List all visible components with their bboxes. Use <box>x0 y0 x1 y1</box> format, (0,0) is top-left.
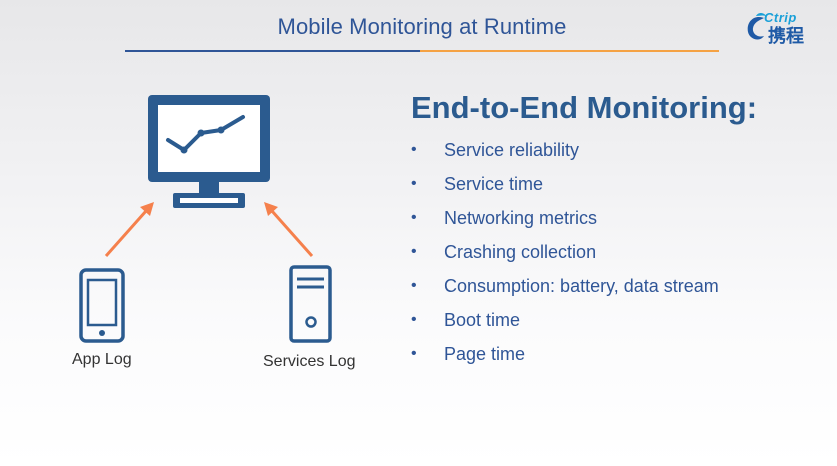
list-item: • Boot time <box>411 303 719 337</box>
list-item: • Service time <box>411 167 719 201</box>
bullet-dot: • <box>411 243 417 260</box>
monitor-icon <box>148 95 270 208</box>
services-log-label: Services Log <box>263 353 356 370</box>
bullet-text: Service reliability <box>444 139 580 160</box>
arrow-app-to-monitor <box>104 202 154 257</box>
logo-text-en: Ctrip <box>764 10 797 25</box>
bullet-text: Crashing collection <box>444 241 597 262</box>
bullet-text: Service time <box>444 173 544 194</box>
slide-title: Mobile Monitoring at Runtime <box>277 14 567 39</box>
list-item: • Page time <box>411 337 719 371</box>
bullet-dot: • <box>411 141 417 158</box>
bullet-text: Consumption: battery, data stream <box>444 275 719 296</box>
list-item: • Crashing collection <box>411 235 719 269</box>
server-icon <box>289 265 332 343</box>
phone-icon <box>79 268 125 343</box>
list-item: • Service reliability <box>411 133 719 167</box>
logo-text-cn: 携程 <box>768 26 804 46</box>
bullet-text: Boot time <box>444 309 521 330</box>
bullet-dot: • <box>411 311 417 328</box>
app-log-label: App Log <box>72 351 132 368</box>
list-item: • Networking metrics <box>411 201 719 235</box>
bullet-text: Page time <box>444 343 526 364</box>
monitoring-bullet-list: • Service reliability • Service time • Netw… <box>411 133 719 371</box>
bullet-dot: • <box>411 277 417 294</box>
title-underline-blue <box>125 50 420 52</box>
ctrip-logo: Ctrip 携程 <box>744 10 824 46</box>
list-item: • Consumption: battery, data stream <box>411 269 719 303</box>
arrow-services-to-monitor <box>264 202 314 257</box>
monitoring-heading: End-to-End Monitoring: <box>411 90 758 125</box>
bullet-dot: • <box>411 175 417 192</box>
title-underline-orange <box>420 50 719 52</box>
bullet-text: Networking metrics <box>444 207 598 228</box>
bullet-dot: • <box>411 209 417 226</box>
bullet-dot: • <box>411 345 417 362</box>
dolphin-logo-icon <box>747 13 766 40</box>
